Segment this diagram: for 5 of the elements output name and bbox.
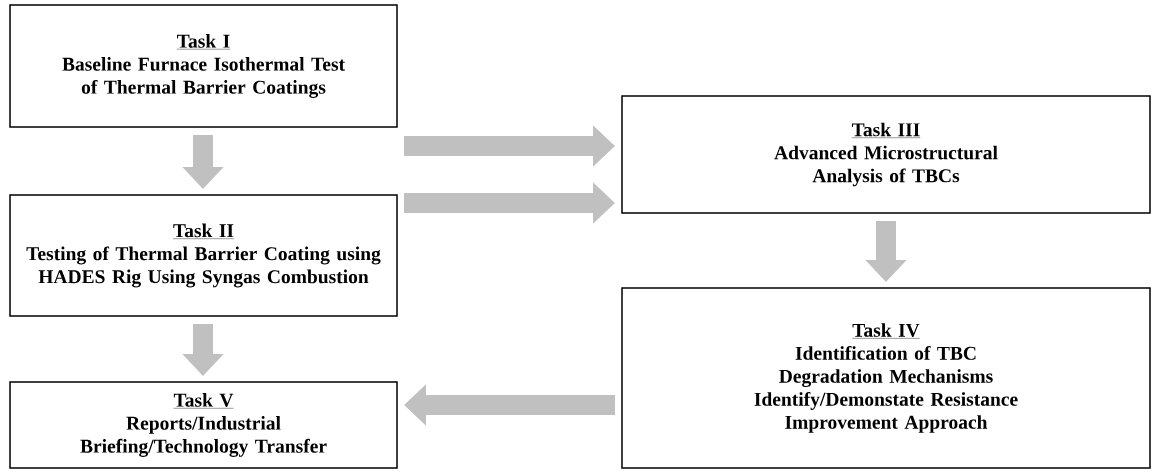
task-box: Task IV Identification of TBC Degradation Mechanisms Identify/Demonstate Resistance Improvement Approach: [621, 287, 1151, 469]
task-box: Task II Testing of Thermal Barrier Coating using HADES Rig Using Syngas Combustion: [9, 194, 398, 317]
task-box: Task V Reports/Industrial Briefing/Technology Transfer: [9, 381, 398, 469]
task-box: Task I Baseline Furnace Isothermal Test of Thermal Barrier Coatings: [9, 4, 398, 128]
task-box: Task III Advanced Microstructural Analysis of TBCs: [621, 95, 1151, 214]
